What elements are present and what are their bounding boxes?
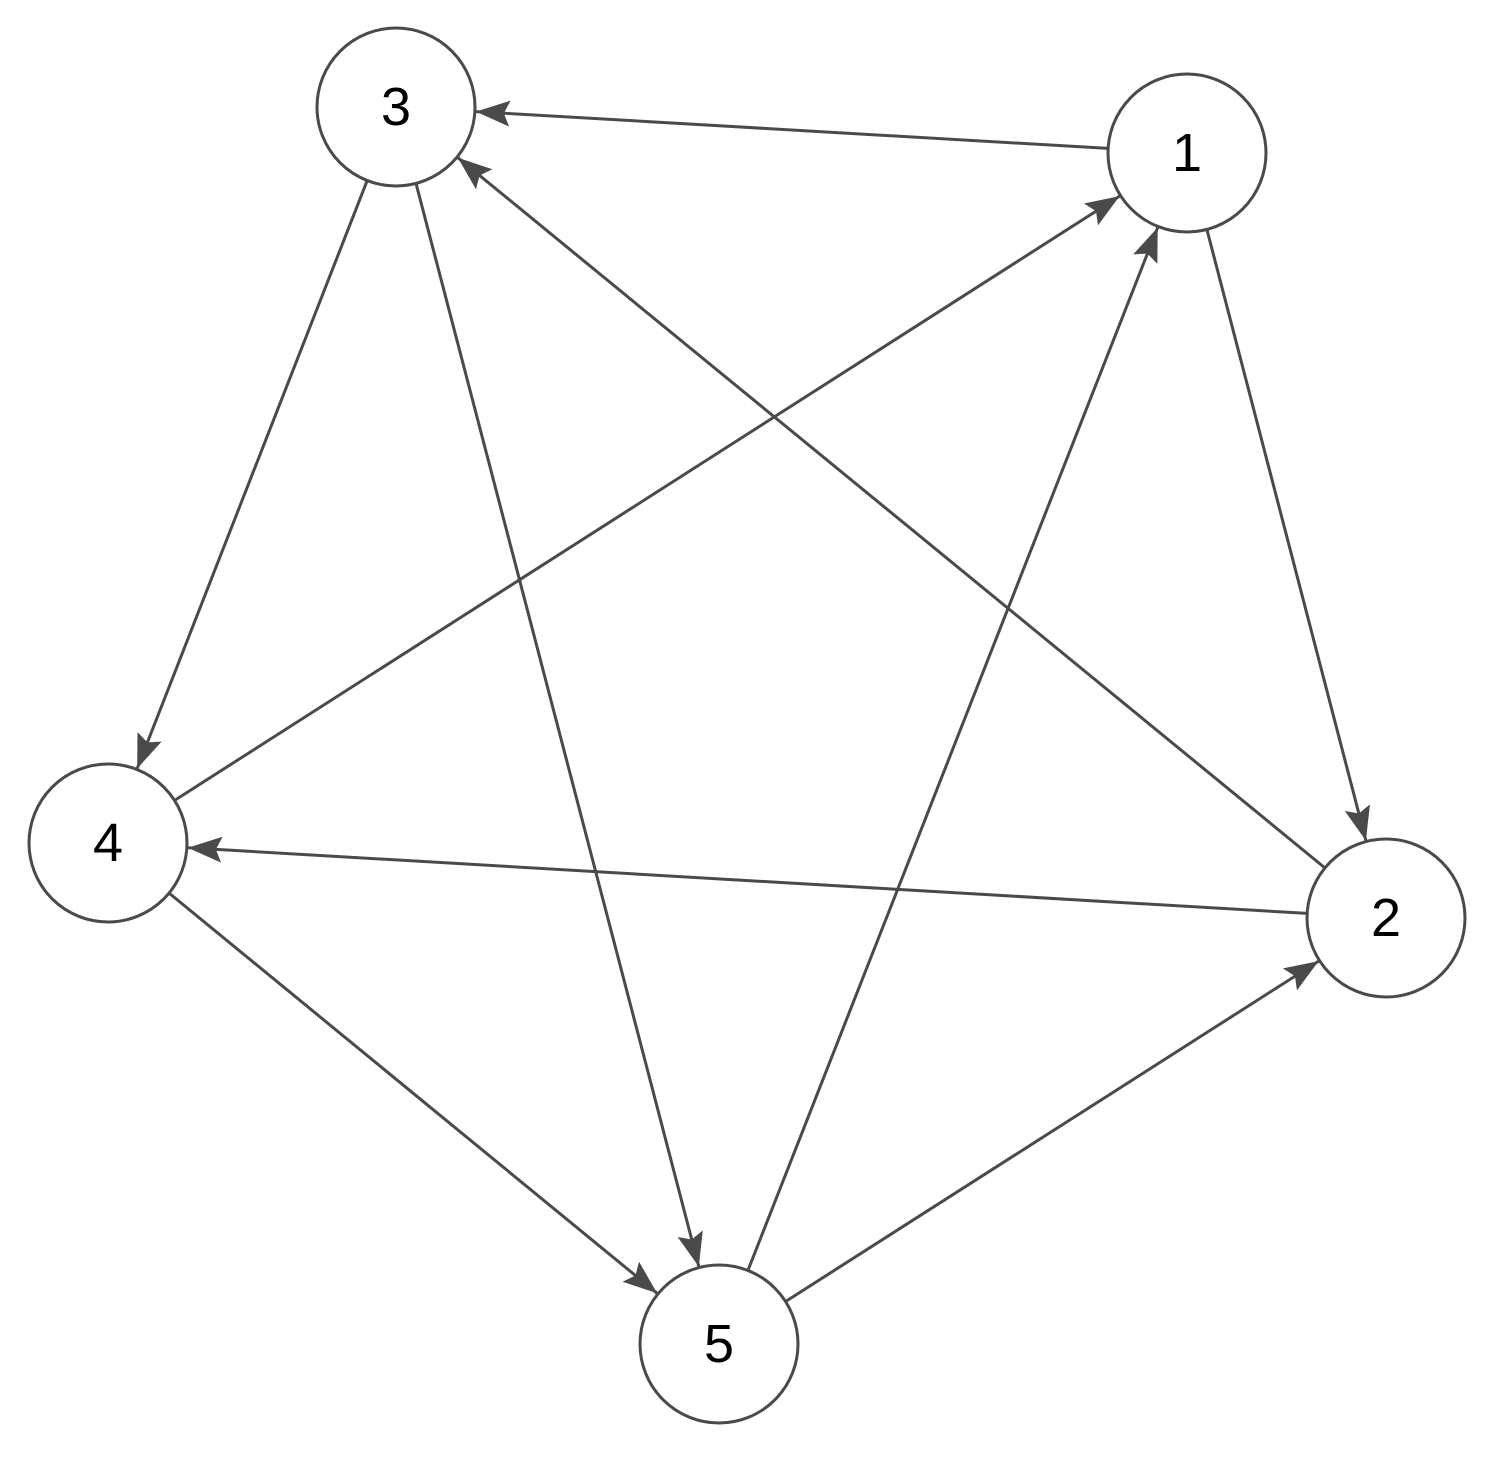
edge-5-to-1: [746, 226, 1160, 1272]
node-circle: [1106, 72, 1268, 234]
node-circle: [1305, 837, 1467, 999]
edge-3-to-5: [414, 183, 703, 1267]
edge-2-to-4: [187, 836, 1308, 915]
edge-4-to-5: [168, 891, 659, 1295]
node-4: 4: [27, 762, 189, 924]
node-label: 2: [1371, 888, 1401, 948]
node-circle: [27, 762, 189, 924]
node-1: 1: [1106, 72, 1268, 234]
node-3: 3: [315, 26, 477, 188]
edge-4-to-1: [173, 194, 1121, 802]
edges-layer: [135, 100, 1370, 1303]
node-5: 5: [638, 1263, 800, 1425]
nodes-layer: 1 2 3 4 5: [27, 26, 1467, 1425]
node-label: 3: [381, 77, 411, 137]
node-label: 4: [93, 813, 123, 873]
node-label: 5: [704, 1314, 734, 1374]
edge-2-to-3: [456, 156, 1326, 870]
node-label: 1: [1172, 123, 1202, 183]
edge-3-to-4: [135, 180, 369, 770]
edge-1-to-3: [475, 100, 1109, 150]
edge-5-to-2: [784, 959, 1320, 1303]
node-circle: [315, 26, 477, 188]
edge-1-to-2: [1205, 229, 1370, 841]
node-circle: [638, 1263, 800, 1425]
node-2: 2: [1305, 837, 1467, 999]
